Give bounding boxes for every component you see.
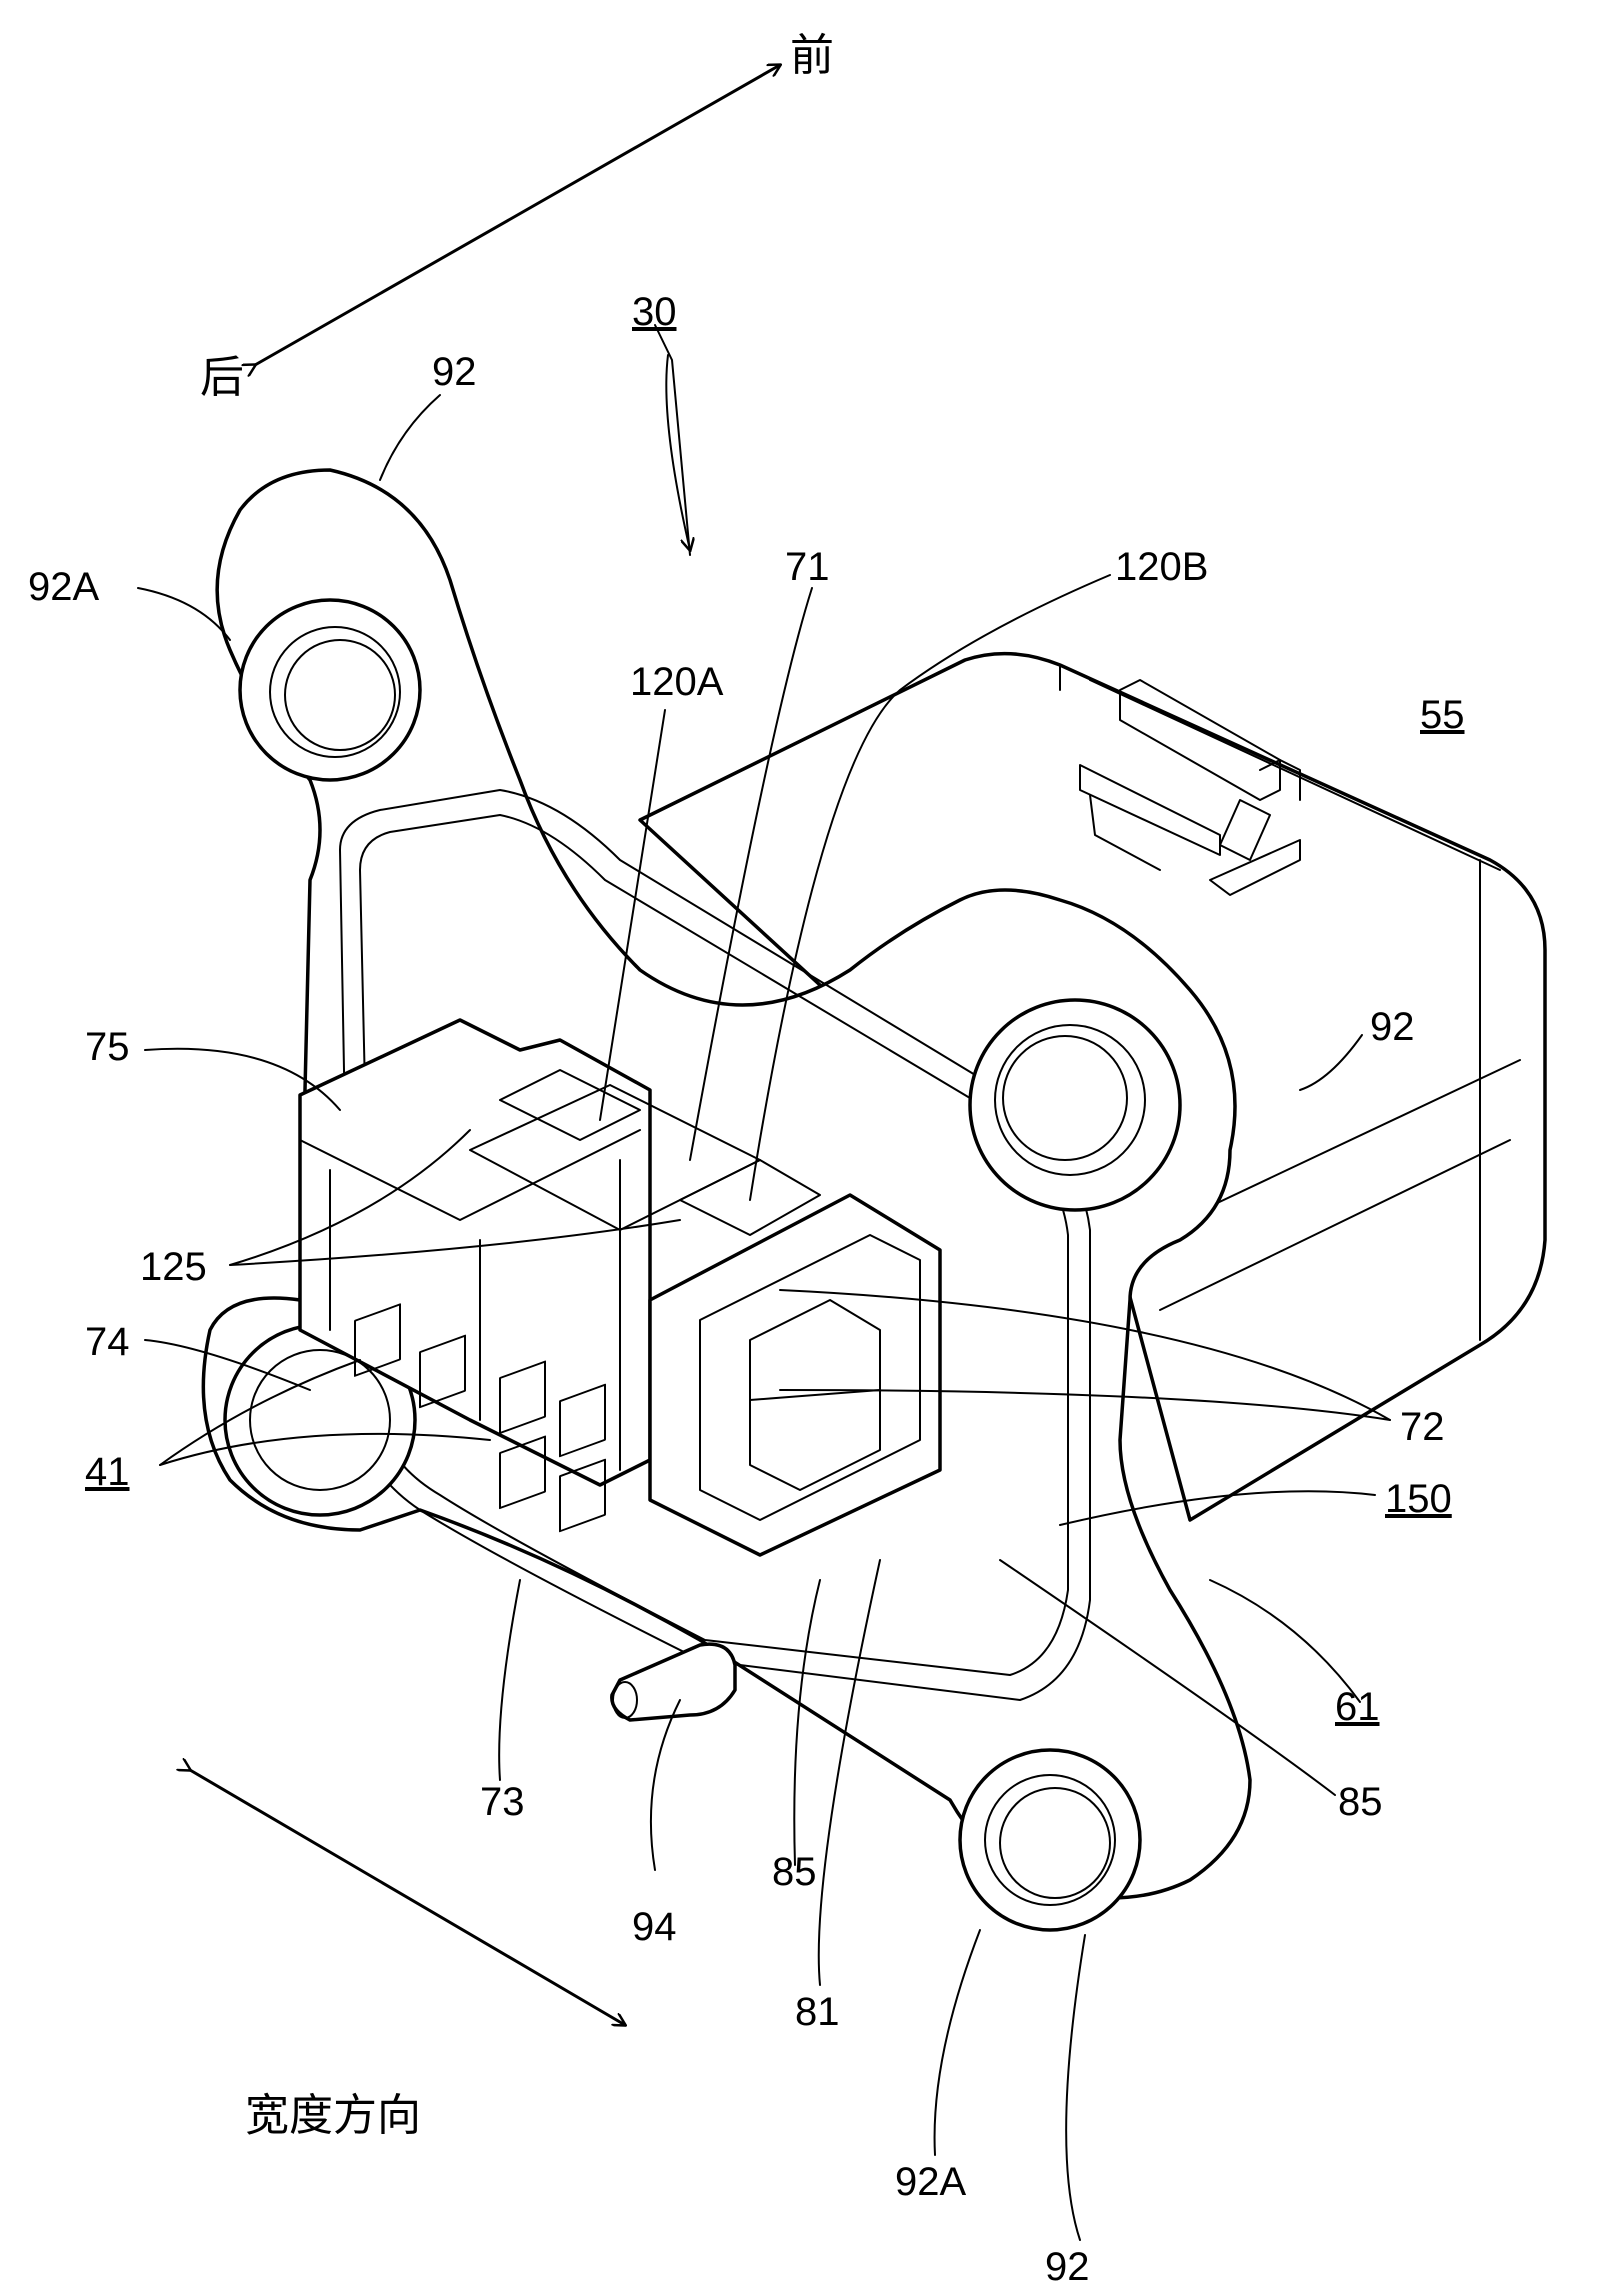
ref-72: 72 — [1400, 1405, 1445, 1449]
front-rear-arrow — [255, 65, 780, 365]
ref-92-right: 92 — [1370, 1005, 1415, 1049]
ref-120A: 120A — [630, 660, 724, 704]
assembly-arrow-30 — [665, 354, 690, 550]
ref-81: 81 — [795, 1990, 840, 2034]
mounting-boss-right — [968, 998, 1182, 1212]
leader-lines — [137, 324, 1391, 2241]
front-label: 前 — [790, 30, 834, 81]
ref-85-left: 85 — [772, 1850, 817, 1894]
ref-120B: 120B — [1115, 545, 1208, 589]
ref-125: 125 — [140, 1245, 207, 1289]
reference-labels: 30 92 92A 120A 71 120B 55 92 75 125 74 7… — [28, 290, 1465, 2289]
ref-75: 75 — [85, 1025, 130, 1069]
ref-92-bottom: 92 — [1045, 2245, 1090, 2289]
ref-55: 55 — [1420, 693, 1465, 737]
ref-30: 30 — [632, 290, 677, 334]
width-direction-label: 宽度方向 — [245, 2090, 421, 2141]
width-direction-arrow — [190, 1770, 625, 2025]
connector-receptacle — [298, 1018, 942, 1722]
ref-92A-bottom: 92A — [895, 2160, 966, 2204]
ref-92A-top: 92A — [28, 565, 99, 609]
ref-85-right: 85 — [1338, 1780, 1383, 1824]
ref-74: 74 — [85, 1320, 130, 1364]
ref-71: 71 — [785, 545, 830, 589]
ref-92-top: 92 — [432, 350, 477, 394]
ref-41: 41 — [85, 1450, 130, 1494]
mounting-flange-61 — [201, 468, 1252, 1932]
ref-61: 61 — [1335, 1685, 1380, 1729]
ref-94: 94 — [632, 1905, 677, 1949]
ref-150: 150 — [1385, 1477, 1452, 1521]
mounting-boss-bottom — [958, 1748, 1142, 1932]
rear-label: 后 — [200, 352, 244, 403]
ref-73: 73 — [480, 1780, 525, 1824]
